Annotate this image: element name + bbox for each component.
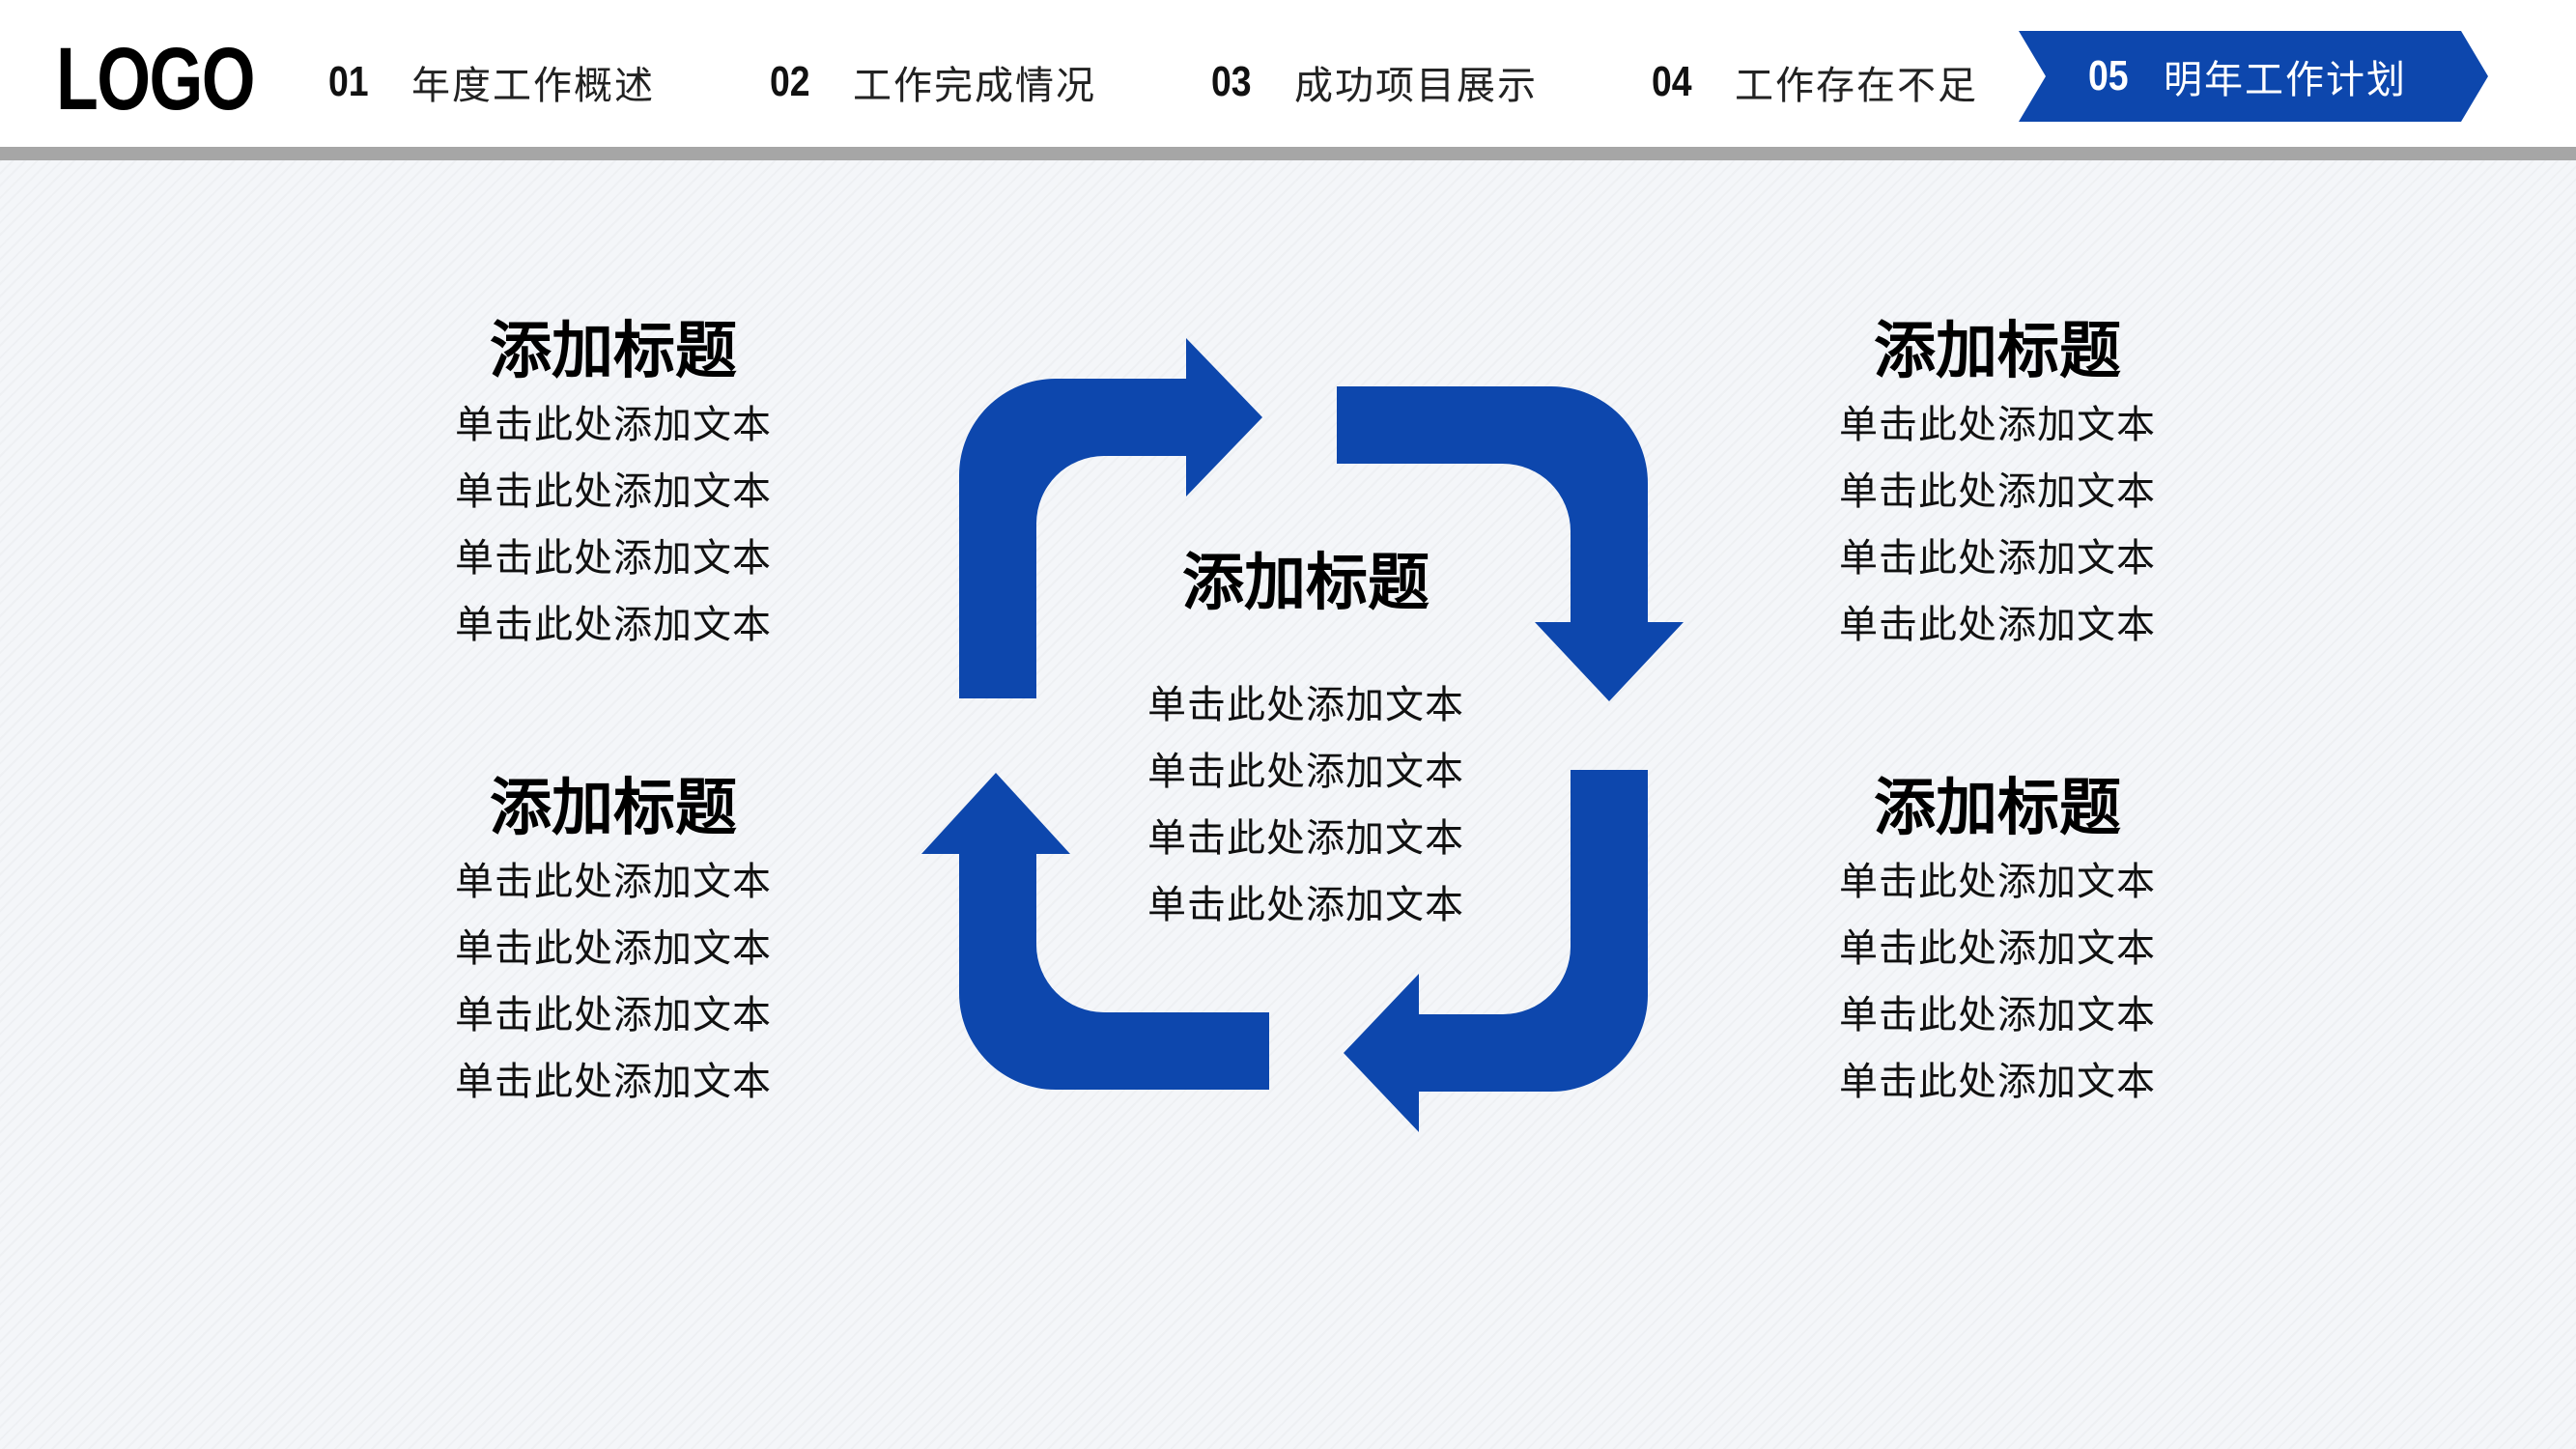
- nav-item-03[interactable]: 03 成功项目展示: [1211, 44, 1538, 120]
- block-title[interactable]: 添加标题: [490, 773, 737, 844]
- center-title[interactable]: 添加标题: [1182, 548, 1430, 619]
- block-text-line[interactable]: 单击此处添加文本: [1839, 469, 2156, 514]
- block-text-line[interactable]: 单击此处添加文本: [455, 469, 772, 514]
- block-text-line[interactable]: 单击此处添加文本: [1839, 536, 2156, 581]
- center-text-line[interactable]: 单击此处添加文本: [1147, 683, 1464, 727]
- nav-label: 工作存在不足: [1735, 64, 1978, 108]
- cycle-arrow-top-right: [1337, 386, 1684, 701]
- block-title[interactable]: 添加标题: [1874, 316, 2121, 387]
- nav-item-02[interactable]: 02 工作完成情况: [770, 44, 1096, 120]
- nav-number: 04: [1652, 58, 1692, 105]
- block-text-line[interactable]: 单击此处添加文本: [1839, 926, 2156, 971]
- text-block-bottom-right: 添加标题 单击此处添加文本 单击此处添加文本 单击此处添加文本 单击此处添加文本: [1795, 768, 2200, 1116]
- block-text-line[interactable]: 单击此处添加文本: [455, 403, 772, 447]
- center-text-line[interactable]: 单击此处添加文本: [1147, 816, 1464, 861]
- block-text-line[interactable]: 单击此处添加文本: [455, 603, 772, 647]
- nav-number: 01: [328, 58, 369, 105]
- active-tab-arrow-shape: [2019, 31, 2488, 122]
- text-block-top-right: 添加标题 单击此处添加文本 单击此处添加文本 单击此处添加文本 单击此处添加文本: [1795, 311, 2200, 659]
- nav-item-05-active[interactable]: 05 明年工作计划: [2019, 31, 2488, 122]
- top-nav-bar: LOGO 01 年度工作概述 02 工作完成情况 03 成功项目展示 04 工作…: [0, 0, 2576, 147]
- nav-number: 05: [2088, 52, 2129, 99]
- nav-number: 03: [1211, 58, 1252, 105]
- block-title[interactable]: 添加标题: [490, 316, 737, 387]
- text-block-top-left: 添加标题 单击此处添加文本 单击此处添加文本 单击此处添加文本 单击此处添加文本: [410, 311, 816, 659]
- cycle-arrow-bottom-right: [1344, 770, 1648, 1132]
- block-text-line[interactable]: 单击此处添加文本: [455, 536, 772, 581]
- logo: LOGO: [56, 30, 256, 128]
- block-text-line[interactable]: 单击此处添加文本: [1839, 603, 2156, 647]
- nav-item-01[interactable]: 01 年度工作概述: [328, 44, 655, 120]
- center-text-line[interactable]: 单击此处添加文本: [1147, 883, 1464, 927]
- cycle-arrow-bottom-left: [921, 773, 1269, 1090]
- block-text-line[interactable]: 单击此处添加文本: [455, 993, 772, 1037]
- block-text-line[interactable]: 单击此处添加文本: [1839, 860, 2156, 904]
- center-text-block: 添加标题 单击此处添加文本 单击此处添加文本 单击此处添加文本 单击此处添加文本: [1103, 543, 1509, 939]
- block-title[interactable]: 添加标题: [1874, 773, 2121, 844]
- nav-label: 工作完成情况: [853, 64, 1096, 108]
- nav-label: 成功项目展示: [1294, 64, 1538, 108]
- block-text-line[interactable]: 单击此处添加文本: [1839, 1060, 2156, 1104]
- block-text-line[interactable]: 单击此处添加文本: [455, 1060, 772, 1104]
- block-text-line[interactable]: 单击此处添加文本: [455, 926, 772, 971]
- header-divider: [0, 147, 2576, 160]
- cycle-arrow-top-left: [959, 338, 1262, 698]
- text-block-bottom-left: 添加标题 单击此处添加文本 单击此处添加文本 单击此处添加文本 单击此处添加文本: [410, 768, 816, 1116]
- center-text-line[interactable]: 单击此处添加文本: [1147, 750, 1464, 794]
- nav-number: 02: [770, 58, 810, 105]
- block-text-line[interactable]: 单击此处添加文本: [455, 860, 772, 904]
- nav-label: 年度工作概述: [411, 64, 655, 108]
- nav-item-04[interactable]: 04 工作存在不足: [1652, 44, 1978, 120]
- block-text-line[interactable]: 单击此处添加文本: [1839, 403, 2156, 447]
- nav-label: 明年工作计划: [2164, 58, 2407, 102]
- block-text-line[interactable]: 单击此处添加文本: [1839, 993, 2156, 1037]
